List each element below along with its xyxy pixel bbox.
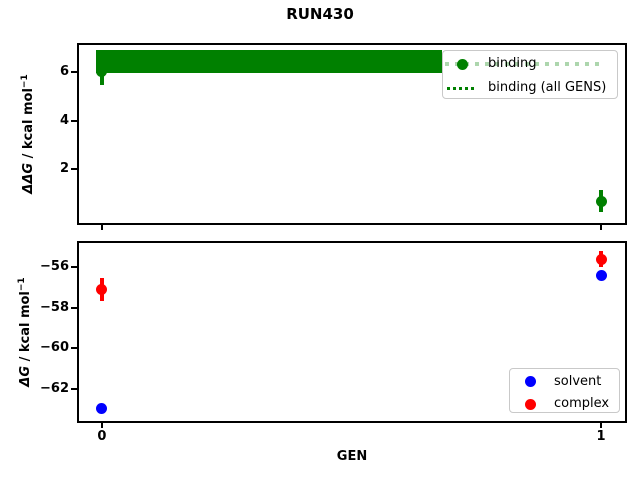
y-tick-label: −56 <box>40 259 69 275</box>
legend-marker-complex <box>525 398 536 410</box>
legend-label-binding-all-gens: binding (all GENS) <box>488 80 607 95</box>
legend-label-solvent: solvent <box>554 373 602 389</box>
y-tick-label: −58 <box>40 299 69 315</box>
x-tick-mark <box>100 225 103 230</box>
top-axes <box>77 43 627 225</box>
x-tick-mark <box>100 423 103 428</box>
y-tick-mark <box>71 347 77 350</box>
y-tick-label: 2 <box>59 161 69 177</box>
data-point-solvent-0 <box>96 403 108 415</box>
y-tick-mark <box>71 70 77 73</box>
data-point-complex-1 <box>595 253 607 265</box>
legend-label-binding: binding <box>488 56 537 71</box>
legend-label-complex: complex <box>554 396 610 411</box>
legend-line-binding-all-gens <box>447 86 477 90</box>
legend-marker-solvent <box>525 376 536 387</box>
legend-top: binding binding (all GENS) <box>442 50 618 99</box>
x-tick-mark <box>600 225 603 230</box>
y-tick-label: −62 <box>40 380 69 396</box>
binding-all-gens-band <box>95 49 442 73</box>
bottom-axes <box>77 241 627 423</box>
y-tick-mark <box>71 387 77 390</box>
y-tick-mark <box>71 306 77 309</box>
data-point-complex-0 <box>96 284 108 296</box>
x-tick-label: 0 <box>97 429 107 444</box>
data-point-binding-0 <box>96 66 108 78</box>
thick-dotted-line-through-legend <box>445 62 602 66</box>
x-axis-label: GEN <box>336 449 368 464</box>
y-tick-mark <box>71 119 77 122</box>
y-tick-mark <box>71 168 77 171</box>
x-tick-mark <box>600 423 603 428</box>
legend-marker-binding <box>457 58 468 70</box>
data-point-binding-1 <box>595 195 607 207</box>
data-point-solvent-1 <box>595 269 607 281</box>
y-tick-label: 6 <box>59 63 69 79</box>
y-tick-mark <box>71 266 77 269</box>
x-tick-label: 1 <box>596 429 606 444</box>
y-tick-label: 4 <box>59 112 69 128</box>
figure-title: RUN430 <box>286 5 354 23</box>
legend-bottom: solvent complex <box>509 368 620 413</box>
y-tick-label: −60 <box>40 340 69 356</box>
